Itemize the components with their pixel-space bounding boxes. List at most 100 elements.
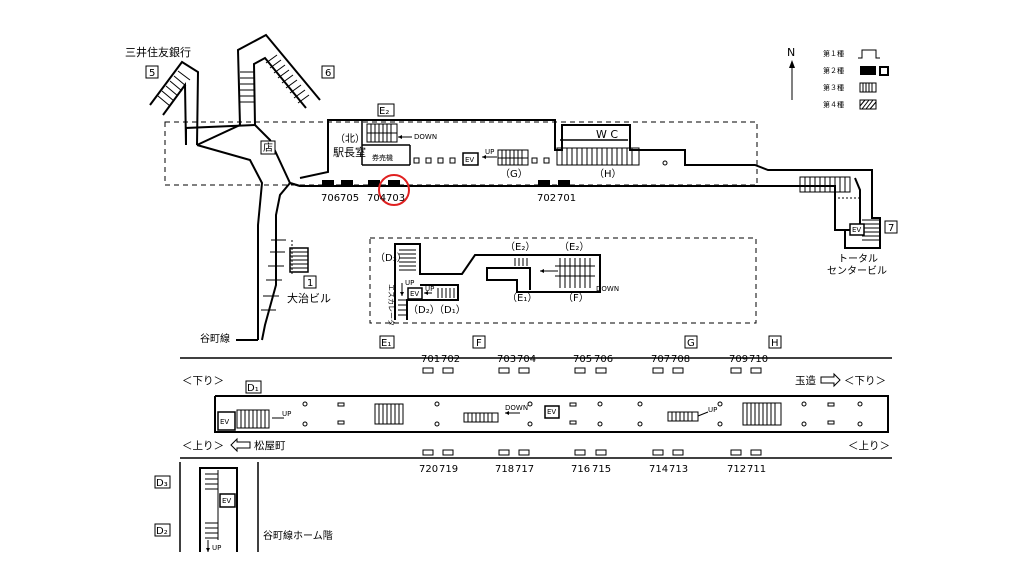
label-d2: （D₂） <box>408 304 440 316</box>
legend-type4-icon <box>859 99 877 110</box>
label-e2a: （E₂） <box>505 241 535 253</box>
svg-text:UP: UP <box>485 148 494 156</box>
concourse-corridor-outline <box>185 124 301 341</box>
tanimachi-floor-outline <box>179 462 259 552</box>
label-total-2: センタービル <box>827 265 887 277</box>
concourse-car-number: 704 <box>367 193 386 204</box>
label-wc: W C <box>596 128 618 141</box>
svg-text:719: 719 <box>439 464 458 475</box>
svg-text:EV: EV <box>222 497 231 505</box>
svg-text:703: 703 <box>497 354 516 365</box>
mezzanine-elevator <box>407 287 423 300</box>
exit-d2-badge: D₂ <box>156 526 168 537</box>
svg-text:DOWN: DOWN <box>596 285 619 293</box>
label-h-stairs: （H） <box>594 168 622 180</box>
exit-g-badge: G <box>687 338 695 349</box>
label-escalator: エスカレータ <box>387 284 396 326</box>
svg-text:EV: EV <box>465 156 474 164</box>
label-total-1: トータル <box>838 253 878 265</box>
label-g-stairs: （G） <box>500 168 528 180</box>
svg-text:709: 709 <box>729 354 748 365</box>
exit-d3-badge: D₃ <box>156 478 168 489</box>
mezzanine-dashed-area <box>369 237 757 324</box>
arrow-right-icon <box>820 372 841 388</box>
svg-text:710: 710 <box>749 354 768 365</box>
direction-matsuyamachi: 松屋町 <box>254 439 286 452</box>
svg-text:713: 713 <box>669 464 688 475</box>
label-d3: （D₃） <box>375 252 407 264</box>
svg-text:EV: EV <box>410 290 419 298</box>
concourse-elevator <box>462 152 479 166</box>
svg-text:702: 702 <box>441 354 460 365</box>
h-stairs <box>556 147 640 166</box>
label-shop: 店 <box>263 141 273 154</box>
concourse-car-number: 701 <box>557 193 576 204</box>
concourse-car-number: 705 <box>340 193 359 204</box>
label-ticket-machines: 券売機 <box>372 153 393 162</box>
svg-text:N: N <box>787 46 795 59</box>
label-tanimachi-floor: 谷町線ホーム階 <box>263 529 333 542</box>
svg-text:UP: UP <box>405 279 414 287</box>
svg-text:EV: EV <box>220 418 229 426</box>
mezzanine-outline <box>394 243 601 320</box>
svg-text:EV: EV <box>852 226 861 234</box>
legend-type1-icon <box>858 49 880 59</box>
exit-1-badge: 1 <box>307 278 313 289</box>
label-f: （F） <box>563 292 589 304</box>
exit-h-badge: H <box>771 338 779 349</box>
exit-5-badge: 5 <box>149 68 155 79</box>
legend-type3-icon <box>859 82 877 93</box>
svg-text:720: 720 <box>419 464 438 475</box>
platform-bottom-car-numbers: 720 719 718 717 716 715 714 713 712 711 <box>419 464 766 475</box>
concourse-main-outline <box>289 177 861 231</box>
svg-text:706: 706 <box>594 354 613 365</box>
concourse-car-number: 702 <box>537 193 556 204</box>
svg-text:715: 715 <box>592 464 611 475</box>
svg-text:708: 708 <box>671 354 690 365</box>
label-e2b: （E₂） <box>559 241 589 253</box>
exit-6-badge: 6 <box>325 68 331 79</box>
label-north: （北） <box>335 133 365 145</box>
platform-island <box>214 395 889 433</box>
exit-d1-badge: D₁ <box>247 383 259 394</box>
concourse-car-stops <box>322 180 570 186</box>
ticket-gates <box>413 157 550 164</box>
concourse-dashed-area <box>164 121 758 186</box>
svg-text:UP: UP <box>282 410 291 418</box>
label-station-office: 駅長室 <box>333 145 366 159</box>
concourse-car-number: 706 <box>321 193 340 204</box>
g-stairs <box>497 149 529 166</box>
direction-down-right: ＜下り＞ <box>844 375 886 387</box>
north-arrow-icon: N <box>787 46 795 100</box>
svg-text:718: 718 <box>495 464 514 475</box>
label-e1: （E₁） <box>507 292 537 304</box>
exit-f-badge: F <box>476 338 482 349</box>
direction-tamatsukuri: 玉造 <box>795 374 816 387</box>
exit-7-stairs <box>799 176 880 241</box>
svg-text:DOWN: DOWN <box>505 404 528 412</box>
label-daiji-building: 大治ビル <box>287 291 331 305</box>
down-label: DOWN <box>414 133 437 141</box>
platform-top-car-numbers: 701 702 703 704 705 706 707 708 709 710 <box>421 354 768 365</box>
highlight-circle <box>378 174 410 206</box>
svg-text:711: 711 <box>747 464 766 475</box>
legend-type2-icon <box>860 66 889 76</box>
legend-type2: 第２種 <box>823 66 844 75</box>
exit-e1-badge: E₁ <box>381 338 391 349</box>
exit-6-stairs <box>236 33 321 126</box>
legend-type3: 第３種 <box>823 83 844 92</box>
direction-down-left: ＜下り＞ <box>182 375 224 387</box>
label-d1: （D₁） <box>434 304 466 316</box>
svg-text:UP: UP <box>708 406 717 414</box>
exit-e2-badge: E₂ <box>379 106 389 117</box>
label-mitsui-bank: 三井住友銀行 <box>125 45 191 59</box>
svg-text:EV: EV <box>547 408 556 416</box>
label-tanimachi-line: 谷町線 <box>200 332 230 345</box>
svg-text:704: 704 <box>517 354 536 365</box>
svg-text:UP: UP <box>425 285 434 293</box>
svg-text:712: 712 <box>727 464 746 475</box>
svg-text:UP: UP <box>212 544 221 552</box>
direction-up-left: ＜上り＞ <box>182 440 224 452</box>
legend-type4: 第４種 <box>823 100 844 109</box>
